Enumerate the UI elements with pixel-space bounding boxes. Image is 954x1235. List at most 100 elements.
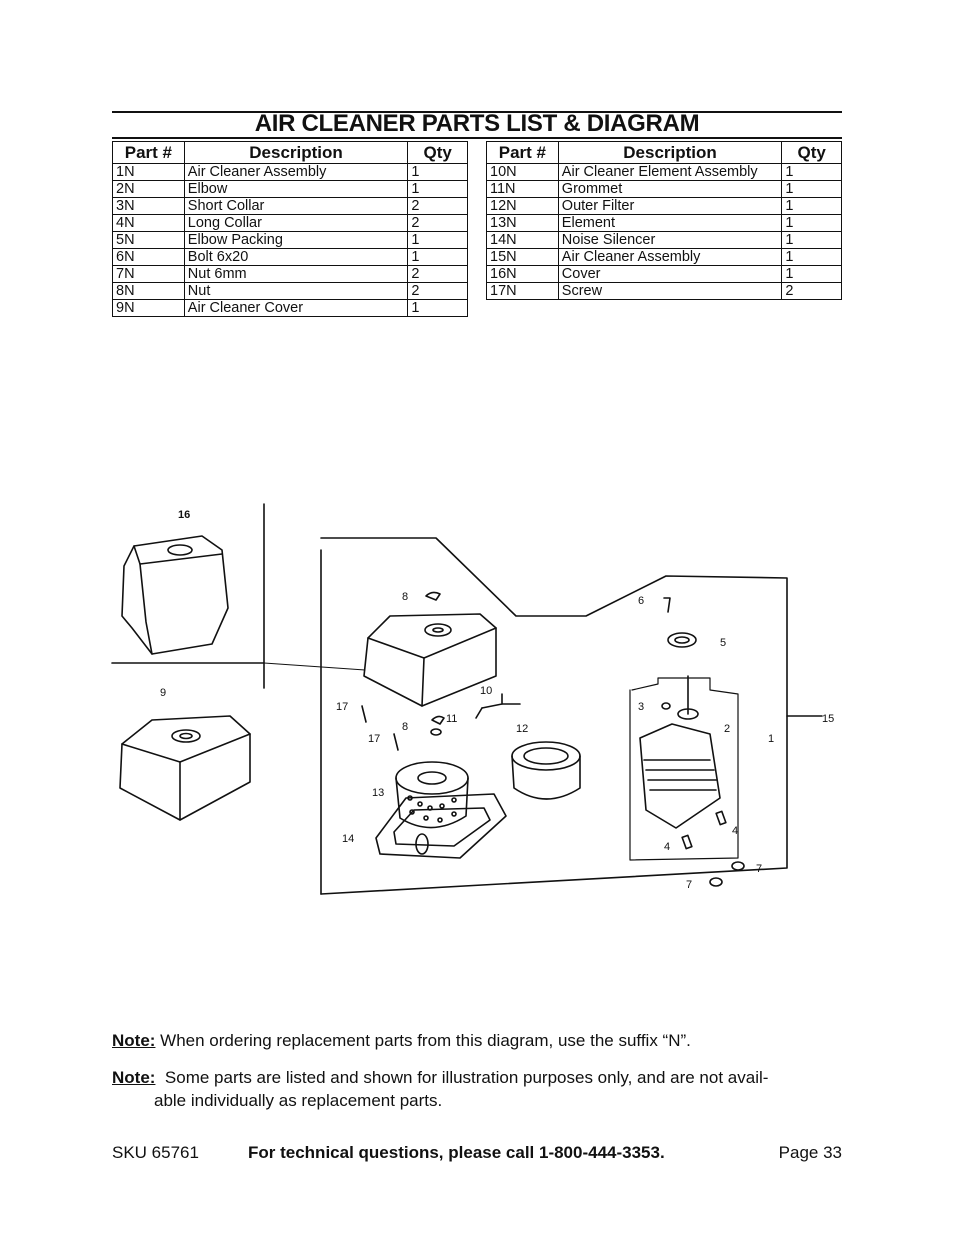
part-number-cell: 10N bbox=[486, 163, 559, 181]
cover-9-drawing bbox=[119, 715, 251, 821]
qty-cell: 1 bbox=[781, 180, 842, 198]
qty-cell: 1 bbox=[407, 248, 468, 266]
table-header-row: Part # Description Qty bbox=[486, 141, 842, 164]
top-rule bbox=[112, 111, 842, 113]
callout-2: 2 bbox=[724, 723, 730, 735]
qty-cell: 1 bbox=[781, 197, 842, 215]
part-number-cell: 12N bbox=[486, 197, 559, 215]
callout-11: 11 bbox=[446, 713, 457, 725]
description-cell: Cover bbox=[557, 265, 783, 283]
header-qty: Qty bbox=[407, 141, 468, 164]
qty-cell: 1 bbox=[781, 163, 842, 181]
description-cell: Grommet bbox=[557, 180, 783, 198]
qty-cell: 2 bbox=[407, 282, 468, 300]
note-2-text-line1: Some parts are listed and shown for illu… bbox=[155, 1068, 769, 1087]
qty-cell: 2 bbox=[407, 197, 468, 215]
description-cell: Elbow Packing bbox=[183, 231, 409, 249]
note-2-label: Note: bbox=[112, 1068, 156, 1087]
callout-8a: 8 bbox=[402, 591, 408, 603]
callout-17a: 17 bbox=[336, 701, 348, 713]
cover-16-drawing bbox=[121, 535, 229, 655]
header-description: Description bbox=[183, 141, 409, 164]
part-number-cell: 1N bbox=[112, 163, 185, 181]
description-cell: Elbow bbox=[183, 180, 409, 198]
note-1: Note: When ordering replacement parts fr… bbox=[112, 1029, 842, 1052]
part-number-cell: 5N bbox=[112, 231, 185, 249]
part-number-cell: 9N bbox=[112, 299, 185, 317]
screw-17b bbox=[393, 733, 399, 751]
qty-cell: 1 bbox=[781, 265, 842, 283]
description-cell: Noise Silencer bbox=[557, 231, 783, 249]
part-number-cell: 13N bbox=[486, 214, 559, 232]
qty-cell: 1 bbox=[407, 231, 468, 249]
callout-5: 5 bbox=[720, 637, 726, 649]
callout-17b: 17 bbox=[368, 733, 380, 745]
assembly-box-outline bbox=[320, 537, 788, 895]
part-number-cell: 4N bbox=[112, 214, 185, 232]
screw-17a bbox=[361, 705, 367, 723]
part-number-cell: 2N bbox=[112, 180, 185, 198]
qty-cell: 1 bbox=[407, 163, 468, 181]
footer-page-number: Page 33 bbox=[778, 1143, 842, 1162]
title-rule bbox=[112, 137, 842, 139]
description-cell: Air Cleaner Assembly bbox=[557, 248, 783, 266]
note-2: Note: Some parts are listed and shown fo… bbox=[112, 1066, 842, 1112]
note-1-text: When ordering replacement parts from thi… bbox=[155, 1031, 691, 1050]
part-number-cell: 6N bbox=[112, 248, 185, 266]
callout-9: 9 bbox=[160, 687, 166, 699]
description-cell: Nut 6mm bbox=[183, 265, 409, 283]
callout-8b: 8 bbox=[402, 721, 408, 733]
description-cell: Air Cleaner Assembly bbox=[183, 163, 409, 181]
qty-cell: 2 bbox=[407, 265, 468, 283]
qty-cell: 1 bbox=[781, 214, 842, 232]
header-part: Part # bbox=[112, 141, 185, 164]
part-number-cell: 14N bbox=[486, 231, 559, 249]
header-qty: Qty bbox=[781, 141, 842, 164]
callout-13: 13 bbox=[372, 787, 384, 799]
qty-cell: 1 bbox=[781, 231, 842, 249]
description-cell: Air Cleaner Element Assembly bbox=[557, 163, 783, 181]
qty-cell: 2 bbox=[781, 282, 842, 300]
filter-element-drawing bbox=[395, 761, 469, 829]
description-cell: Long Collar bbox=[183, 214, 409, 232]
callout-4a: 4 bbox=[732, 825, 738, 837]
qty-cell: 1 bbox=[407, 180, 468, 198]
air-cleaner-assembly-drawing bbox=[629, 597, 745, 887]
qty-cell: 1 bbox=[407, 299, 468, 317]
description-cell: Bolt 6x20 bbox=[183, 248, 409, 266]
callout-16: 16 bbox=[178, 509, 190, 521]
callout-10: 10 bbox=[480, 685, 492, 697]
callout-4b: 4 bbox=[664, 841, 670, 853]
callout-7b: 7 bbox=[686, 879, 692, 891]
callout-3: 3 bbox=[638, 701, 644, 713]
part-number-cell: 11N bbox=[486, 180, 559, 198]
footer-tech-support: For technical questions, please call 1-8… bbox=[248, 1143, 665, 1162]
leader-10b bbox=[475, 707, 483, 719]
outer-filter-drawing bbox=[511, 741, 581, 800]
page-title: AIR CLEANER PARTS LIST & DIAGRAM bbox=[254, 110, 700, 137]
description-cell: Short Collar bbox=[183, 197, 409, 215]
note-2-text-line2: able individually as replacement parts. bbox=[154, 1091, 443, 1110]
description-cell: Screw bbox=[557, 282, 783, 300]
qty-cell: 1 bbox=[781, 248, 842, 266]
nut-8 bbox=[431, 715, 445, 725]
part-number-cell: 7N bbox=[112, 265, 185, 283]
callout-12: 12 bbox=[516, 723, 528, 735]
